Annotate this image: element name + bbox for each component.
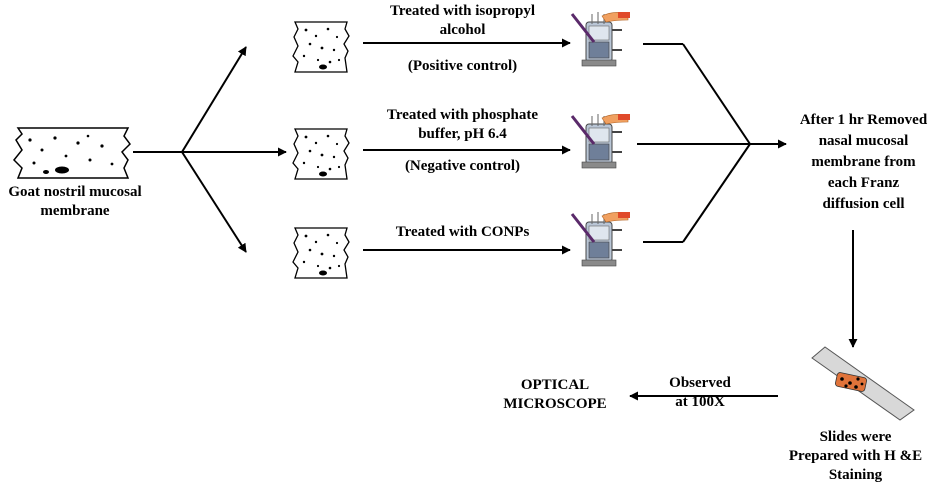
franz-cell-negative-icon [570, 112, 632, 170]
franz-cell-positive-icon [570, 10, 632, 68]
franz-cell-conps-icon [570, 210, 632, 268]
merge-connector [637, 43, 787, 243]
slide-image [811, 346, 915, 421]
treatment-arrows [363, 38, 571, 255]
membrane-conps-image [292, 227, 350, 279]
branch-negative-note: (Negative control) [404, 158, 521, 174]
membrane-negative-image [292, 128, 350, 180]
slides-label: Slides were Prepared with H &E Staining [788, 429, 923, 483]
removal-label: After 1 hr Removed nasal mucosal membran… [799, 112, 928, 212]
source-label: Goat nostril mucosal membrane [8, 184, 142, 219]
branch-negative-label: Treated with phosphate buffer, pH 6.4 [386, 107, 539, 142]
observed-label: Observed at 100X [669, 375, 731, 410]
split-connector [133, 46, 287, 253]
membrane-positive-image [292, 21, 350, 73]
goat-membrane-image [12, 127, 131, 179]
branch-conps-label: Treated with CONPs [395, 224, 530, 240]
microscope-label: OPTICAL MICROSCOPE [503, 377, 607, 412]
branch-positive-note: (Positive control) [407, 58, 518, 74]
branch-positive-label: Treated with isopropyl alcohol [389, 3, 535, 38]
